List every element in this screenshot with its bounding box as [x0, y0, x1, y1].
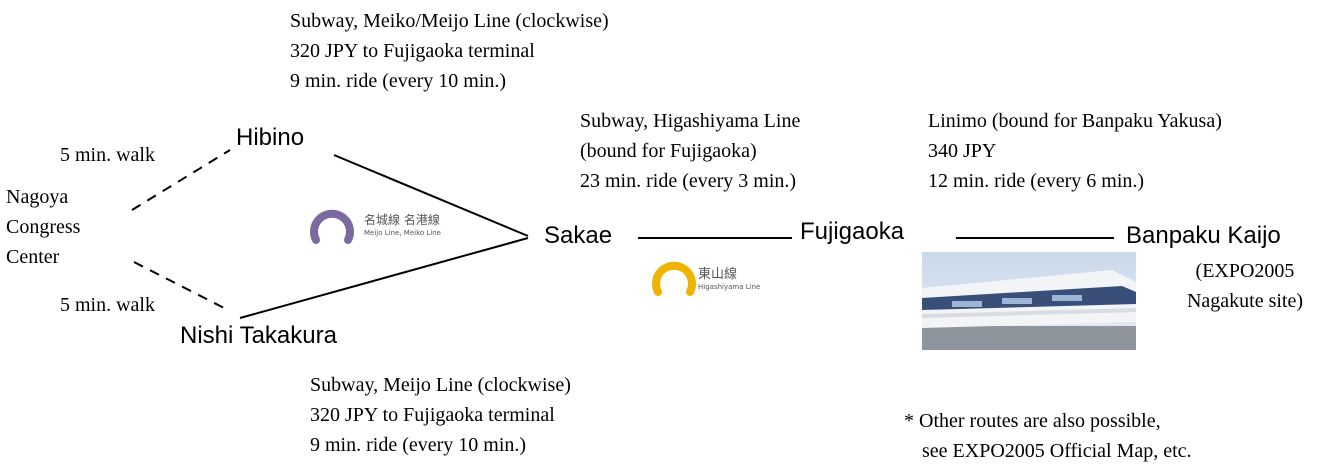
walk-label-south: 5 min. walk: [60, 294, 155, 316]
meijo-logo-en: Meijo Line, Meiko Line: [364, 229, 441, 237]
expo-site-caption: (EXPO2005 Nagakute site): [1160, 256, 1330, 316]
expo-site-line: Nagakute site): [1186, 290, 1304, 312]
route-info-meijo-north: Subway, Meiko/Meijo Line (clockwise) 320…: [290, 6, 609, 96]
route-info-line: Linimo (bound for Banpaku Yakusa): [928, 110, 1222, 132]
route-info-linimo: Linimo (bound for Banpaku Yakusa) 340 JP…: [928, 106, 1222, 196]
meijo-line-logo: 名城線 名港線 Meijo Line, Meiko Line: [310, 209, 441, 244]
meijo-line-north: [333, 154, 529, 237]
meijo-line-south: [239, 237, 529, 319]
route-info-line: 9 min. ride (every 10 min.): [290, 70, 507, 92]
route-info-line: 340 JPY: [928, 140, 997, 162]
route-info-line: 320 JPY to Fujigaoka terminal: [310, 404, 555, 426]
footnote: * Other routes are also possible, see EX…: [904, 406, 1192, 466]
station-sakae: Sakae: [544, 222, 613, 249]
higashiyama-logo-arc: [652, 261, 696, 296]
station-hibino: Hibino: [236, 124, 305, 151]
route-info-line: 12 min. ride (every 6 min.): [928, 170, 1145, 192]
meijo-logo-arc: [310, 209, 354, 244]
route-info-line: 23 min. ride (every 3 min.): [580, 170, 797, 192]
route-info-line: Subway, Meiko/Meijo Line (clockwise): [290, 10, 609, 32]
route-info-line: (bound for Fujigaoka): [580, 140, 757, 162]
walk-line-north: [131, 149, 231, 211]
expo-site-line: (EXPO2005: [1195, 260, 1295, 282]
origin-line: Nagoya: [6, 186, 69, 208]
footnote-line: see EXPO2005 Official Map, etc.: [922, 440, 1192, 462]
station-banpaku-kaijo: Banpaku Kaijo: [1126, 222, 1281, 249]
station-nishi-takakura: Nishi Takakura: [180, 322, 337, 349]
linimo-train-photo: [922, 252, 1136, 350]
higashiyama-logo-en: Higashiyama Line: [698, 283, 760, 291]
higashiyama-logo-jp: 東山線: [698, 266, 737, 282]
meijo-logo-jp: 名城線 名港線: [364, 212, 440, 227]
route-info-line: 9 min. ride (every 10 min.): [310, 434, 527, 456]
origin-line: Center: [6, 246, 60, 268]
route-info-meijo-south: Subway, Meijo Line (clockwise) 320 JPY t…: [310, 370, 571, 460]
footnote-line: * Other routes are also possible,: [904, 410, 1161, 432]
origin-label: Nagoya Congress Center: [6, 182, 80, 272]
station-fujigaoka: Fujigaoka: [800, 218, 905, 245]
route-info-higashiyama: Subway, Higashiyama Line (bound for Fuji…: [580, 106, 800, 196]
walk-label-north: 5 min. walk: [60, 144, 155, 166]
route-info-line: Subway, Meijo Line (clockwise): [310, 374, 571, 396]
linimo-train-illustration: [922, 252, 1136, 350]
origin-line: Congress: [6, 216, 81, 238]
route-info-line: Subway, Higashiyama Line: [580, 110, 801, 132]
higashiyama-line-logo: 東山線 Higashiyama Line: [652, 261, 760, 296]
route-info-line: 320 JPY to Fujigaoka terminal: [290, 40, 535, 62]
